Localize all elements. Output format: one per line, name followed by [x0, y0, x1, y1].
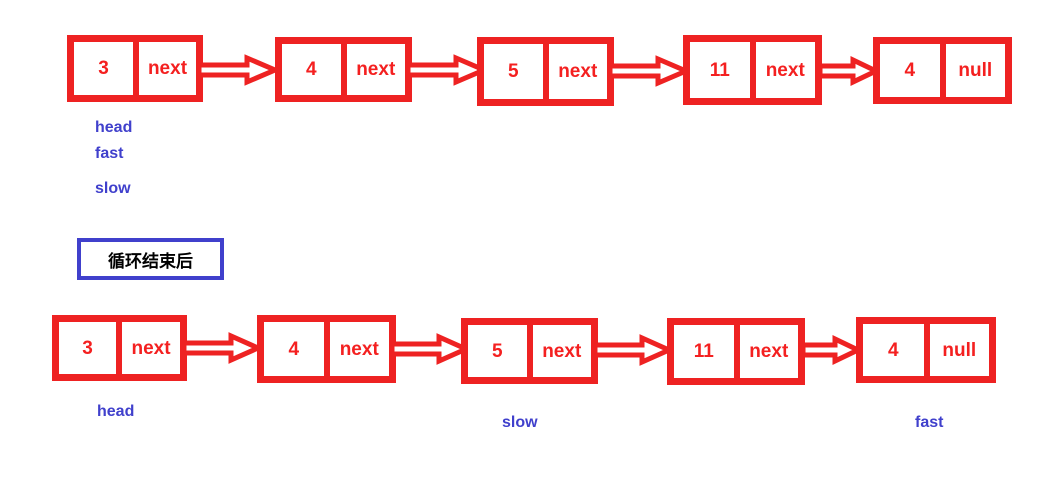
node-value: 5 — [468, 325, 533, 377]
list-node: 11 next — [667, 318, 805, 385]
node-value: 11 — [674, 325, 740, 378]
node-next-pointer: next — [346, 44, 405, 95]
list-node: 4 next — [257, 315, 396, 383]
node-next-pointer: next — [532, 325, 591, 377]
list-node: 11 next — [683, 35, 822, 105]
list-node: 4 null — [873, 37, 1012, 104]
node-next-pointer: next — [548, 44, 607, 99]
list-node: 5 next — [477, 37, 614, 106]
pointer-label-slow: slow — [95, 180, 131, 197]
node-value: 3 — [59, 322, 123, 374]
section-caption-box: 循环结束后 — [77, 238, 224, 280]
node-next-pointer: next — [138, 42, 196, 95]
list-node: 3 next — [67, 35, 203, 102]
section-caption-text: 循环结束后 — [108, 251, 193, 272]
node-value: 4 — [282, 44, 347, 95]
node-next-pointer: next — [755, 42, 815, 98]
next-arrow — [800, 335, 864, 365]
node-next-pointer: next — [739, 325, 798, 378]
list-node: 3 next — [52, 315, 187, 381]
next-arrow — [817, 56, 882, 86]
next-arrow — [405, 54, 491, 86]
node-value: 11 — [690, 42, 756, 98]
next-arrow — [389, 333, 473, 365]
node-value: 4 — [863, 324, 930, 376]
pointer-label-fast: fast — [95, 145, 124, 162]
pointer-label-fast: fast — [915, 414, 944, 431]
node-value: 4 — [264, 322, 330, 376]
list-node: 4 null — [856, 317, 996, 383]
pointer-label-head: head — [97, 403, 135, 420]
node-value: 3 — [74, 42, 139, 95]
next-arrow — [592, 334, 676, 366]
list-node: 5 next — [461, 318, 598, 384]
next-arrow — [196, 54, 282, 86]
node-next-pointer: next — [122, 322, 180, 374]
node-null-pointer: null — [945, 44, 1005, 97]
next-arrow — [607, 55, 693, 87]
pointer-label-slow: slow — [502, 414, 538, 431]
node-next-pointer: next — [329, 322, 389, 376]
next-arrow — [181, 332, 265, 364]
list-node: 4 next — [275, 37, 412, 102]
node-null-pointer: null — [929, 324, 989, 376]
node-value: 5 — [484, 44, 549, 99]
pointer-label-head: head — [95, 119, 133, 136]
node-value: 4 — [880, 44, 946, 97]
